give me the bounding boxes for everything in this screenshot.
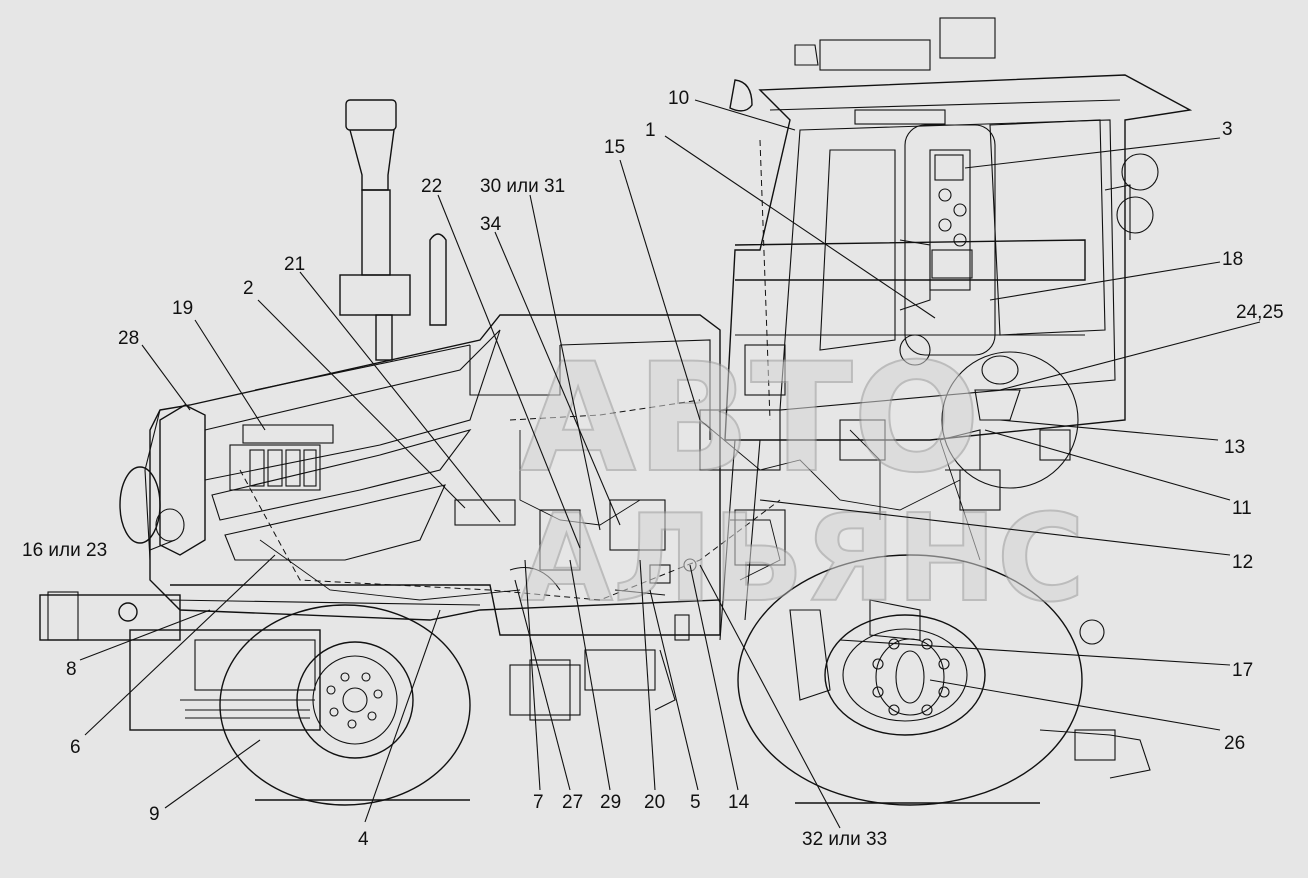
callout-4: 4 [358,829,369,850]
watermark-line1: АВТО [520,332,980,506]
callout-34: 34 [480,214,502,235]
callout-24-25: 24,25 [1236,302,1284,323]
exhaust-pipe [339,99,447,361]
watermark-line2: АЛЬЯНС [520,490,1085,629]
front-hitch [39,591,321,731]
callout-18: 18 [1222,249,1243,270]
rear-hitch [789,599,1151,779]
callout-30-or-31: 30 или 31 [480,176,565,197]
callout-5: 5 [690,792,701,813]
callout-3: 3 [1222,119,1233,140]
rear-wheel [737,554,1083,806]
callout-12: 12 [1232,552,1253,573]
callout-21: 21 [284,254,305,275]
callout-10: 10 [668,88,689,109]
wiring-harness [239,139,1071,641]
callout-7: 7 [533,792,544,813]
callout-labels: 1 2 3 4 5 6 7 8 9 10 11 12 13 14 15 16 и… [22,88,1284,850]
callout-17: 17 [1232,660,1253,681]
callout-16-or-23: 16 или 23 [22,540,107,561]
callout-32-or-33: 32 или 33 [802,829,887,850]
ground-lines [255,799,1040,804]
callout-22: 22 [421,176,442,197]
callout-27: 27 [562,792,583,813]
callout-6: 6 [70,737,81,758]
callout-28: 28 [118,328,139,349]
callout-20: 20 [644,792,665,813]
callout-15: 15 [604,137,625,158]
callout-26: 26 [1224,733,1245,754]
callout-14: 14 [728,792,750,813]
watermark: АВТО АЛЬЯНС [519,331,1086,630]
chassis-frame [169,584,721,721]
callout-13: 13 [1224,437,1245,458]
callout-8: 8 [66,659,77,680]
callout-19: 19 [172,298,193,319]
callout-9: 9 [149,804,160,825]
callout-11: 11 [1232,498,1252,519]
callout-1: 1 [645,120,656,141]
front-grille [119,404,334,556]
callout-29: 29 [600,792,621,813]
front-wheel [219,604,471,806]
callout-2: 2 [243,278,254,299]
leader-lines [79,99,1261,829]
